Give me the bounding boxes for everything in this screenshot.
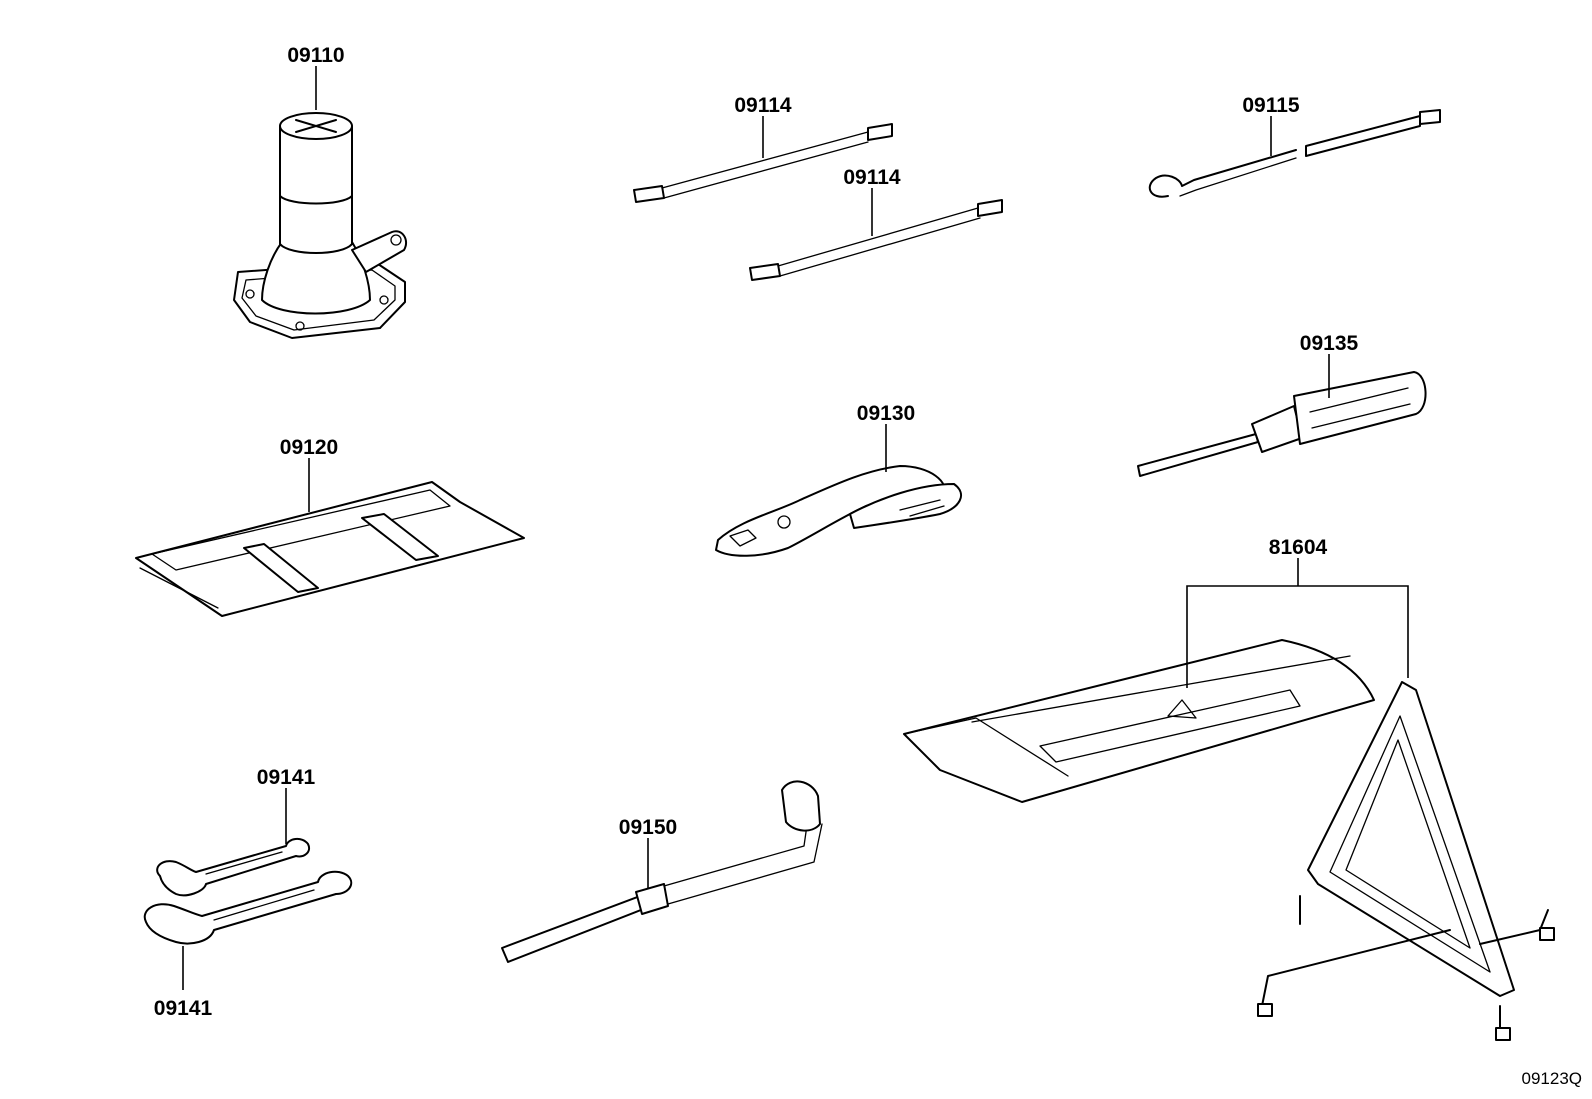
- diagram-reference-code: 09123Q: [1522, 1069, 1583, 1088]
- jack-handle-extension-1-illustration: [633, 123, 893, 203]
- tool-bag-illustration: [135, 481, 525, 617]
- screwdriver-illustration: [1137, 371, 1427, 477]
- part-number-wrench-lower: 09141: [154, 997, 213, 1020]
- part-number-pliers: 09130: [857, 402, 915, 425]
- part-number-screwdriver: 09135: [1300, 332, 1359, 355]
- part-number-jack: 09110: [287, 44, 344, 67]
- part-number-wrench-upper: 09141: [257, 766, 316, 789]
- wrench-upper-illustration: [156, 838, 310, 897]
- reflector-case-illustration: [903, 639, 1375, 803]
- part-number-warning-reflector-set: 81604: [1269, 536, 1328, 559]
- warning-triangle-illustration: [1257, 681, 1555, 1041]
- jack-handle-illustration: [1148, 109, 1441, 198]
- jack-handle-extension-2-illustration: [749, 199, 1003, 281]
- pliers-illustration: [715, 465, 962, 557]
- part-number-wheel-nut-wrench: 09150: [619, 816, 677, 839]
- part-number-jack-handle: 09115: [1242, 94, 1300, 117]
- part-number-tool-bag: 09120: [280, 436, 338, 459]
- wheel-nut-wrench-illustration: [501, 780, 823, 963]
- wrench-lower-illustration: [143, 870, 353, 945]
- jack-illustration: [233, 112, 408, 339]
- part-number-extension-1: 09114: [734, 94, 792, 117]
- part-number-extension-2: 09114: [843, 166, 901, 189]
